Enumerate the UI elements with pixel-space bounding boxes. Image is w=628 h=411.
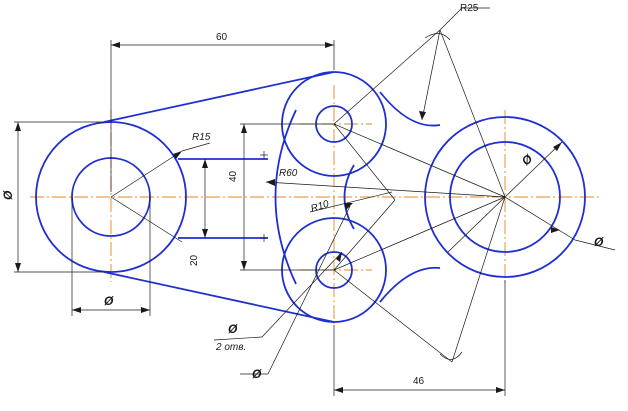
arrowheads <box>15 42 562 393</box>
r25-line-d <box>333 269 453 363</box>
arrow-leftdia-bottom <box>15 263 21 272</box>
r25-line-c <box>421 29 441 121</box>
diameter-marks: Ø Ø Ø Ø Ø Ø <box>1 151 604 381</box>
r25-line-e <box>451 196 506 363</box>
arrow-40-top <box>241 124 247 133</box>
arc-r25-upper <box>379 91 441 127</box>
mark-left-vertical: Ø <box>1 190 15 200</box>
arrow-right-inner <box>551 227 560 233</box>
mark-holes-bottom: Ø <box>252 367 262 381</box>
dimension-lines <box>14 7 616 396</box>
mark-right-outer: Ø <box>519 151 536 168</box>
arrow-r25-upper <box>419 111 426 120</box>
arrow-46-left <box>334 387 343 393</box>
arrow-r60 <box>266 179 275 186</box>
r15-leader <box>110 150 183 198</box>
hole-mark-leader <box>267 205 351 375</box>
arrow-20-top <box>202 159 208 168</box>
r10-leader <box>309 191 393 213</box>
arrow-leftdia-top <box>15 122 21 131</box>
dimension-texts: 60 46 40 20 R25 R15 R60 R10 2 отв. <box>189 3 479 387</box>
right-inner-dia-line <box>504 196 576 241</box>
right-inner-underline <box>574 239 616 251</box>
mark-holes-top: Ø <box>228 322 238 336</box>
hole-note-leader <box>261 251 343 338</box>
arrow-r15 <box>173 151 182 159</box>
dim-r25-text: R25 <box>460 3 479 14</box>
dim-46-text: 46 <box>413 376 425 387</box>
ray-upper <box>333 123 506 198</box>
dim-r15-text: R15 <box>192 132 211 143</box>
arrow-60-left <box>111 42 120 48</box>
r60-leader <box>265 181 506 198</box>
arrow-20-bottom <box>202 229 208 238</box>
arrow-r10 <box>344 203 353 210</box>
r25-line-a <box>333 29 441 125</box>
arrow-hole-note <box>336 252 342 262</box>
right-boss-inner <box>449 141 561 253</box>
arrow-inner-right <box>141 307 150 313</box>
r15-underline <box>181 142 211 152</box>
upper-tangent-arm <box>103 71 335 123</box>
r15-leader-lower <box>110 196 183 243</box>
hole-note-underline <box>213 336 263 341</box>
dim-r60-text: R60 <box>279 168 298 179</box>
r25-arc-tick-bottom <box>439 351 463 360</box>
arrow-60-right <box>325 42 334 48</box>
right-boss-outer <box>424 116 586 278</box>
arrow-46-right <box>496 387 505 393</box>
arc-r60 <box>274 109 297 285</box>
hole-leader-bottom <box>333 199 396 271</box>
r25-line-b <box>439 29 506 198</box>
holes-note-text: 2 отв. <box>215 342 246 353</box>
arrow-inner-left <box>72 307 81 313</box>
ray-lower <box>333 196 506 271</box>
dim-r10-text: R10 <box>310 199 331 215</box>
hole-leader-top <box>333 123 396 201</box>
r25-leader <box>439 7 463 31</box>
mark-right-inner: Ø <box>594 235 604 249</box>
arc-r25-lower <box>379 266 441 303</box>
arc-r10 <box>343 164 355 230</box>
dim-40-text: 40 <box>228 170 239 182</box>
lower-tangent-arm <box>103 271 335 323</box>
dim-60-text: 60 <box>216 32 228 43</box>
mark-left-bottom: Ø <box>104 294 114 308</box>
arrow-40-bottom <box>241 261 247 270</box>
arrow-right-outer <box>553 142 562 151</box>
r25-arc-tick-top <box>424 33 451 41</box>
dim-20-text: 20 <box>189 254 200 266</box>
